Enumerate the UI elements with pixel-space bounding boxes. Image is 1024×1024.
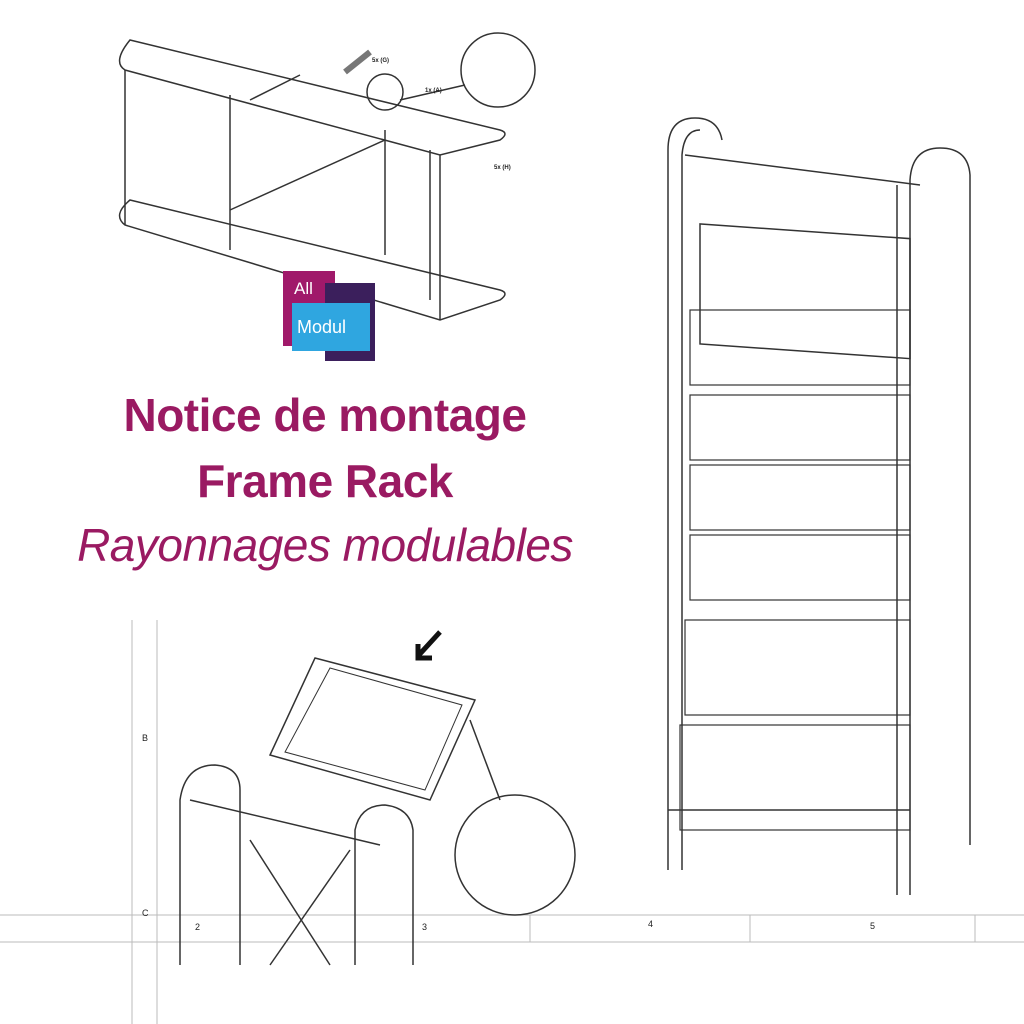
frame-exploded-drawing [118, 32, 536, 321]
callout-qty: 5x [494, 165, 501, 171]
grid-col-label: 4 [648, 919, 654, 929]
callout-qty: 1x [425, 88, 432, 94]
grid-col-label: 5 [870, 921, 876, 931]
logo-text-bottom: Modul [297, 317, 347, 337]
title-line-2: Frame Rack [197, 455, 453, 507]
callout-part: A [435, 88, 440, 94]
subtitle: Rayonnages modulables [77, 519, 573, 571]
callout-part: H [504, 165, 509, 171]
grid-row-label: B [142, 733, 149, 743]
title-line-1: Notice de montage [123, 389, 527, 441]
drawing-grid [0, 620, 1024, 1024]
callout-g: 5x (G) [372, 58, 390, 64]
grid-col-label: 3 [422, 922, 428, 932]
allmodul-logo: All Modul [283, 271, 375, 361]
callout-qty: 5x [372, 58, 379, 64]
logo-text-top: All [294, 279, 313, 298]
frame-rack-drawing [667, 117, 971, 895]
grid-row-label: C [142, 908, 149, 918]
callout-part: G [382, 58, 388, 64]
grid-col-label: 2 [195, 922, 201, 932]
basket-insertion-drawing [179, 630, 576, 966]
callout-a: 1x (A) [425, 88, 442, 94]
callout-h: 5x (H) [494, 165, 511, 171]
